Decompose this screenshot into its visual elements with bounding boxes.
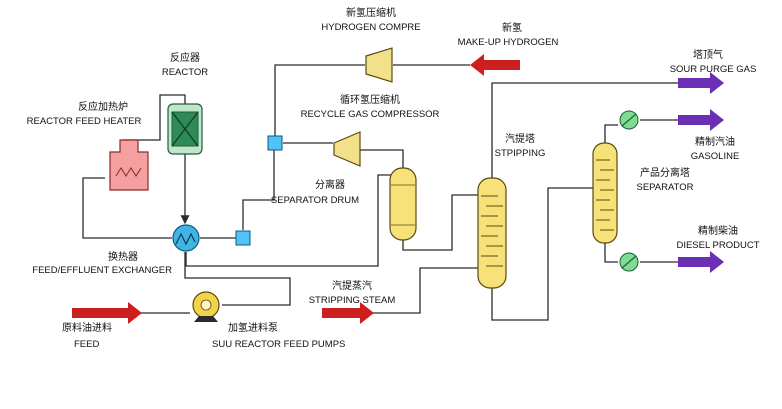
label-exchanger-en: FEED/EFFLUENT EXCHANGER: [32, 265, 172, 276]
label-separator-cn: 产品分离塔: [640, 166, 690, 179]
feed-pump: [192, 291, 220, 322]
overhead-condenser: [619, 110, 639, 130]
label-sour-cn: 塔顶气: [693, 48, 723, 61]
reactor: [167, 103, 203, 155]
label-gasoline-en: GASOLINE: [691, 151, 740, 162]
label-pump-en: SUU REACTOR FEED PUMPS: [212, 339, 345, 350]
pipe-separator-bottom: [604, 243, 618, 263]
sour-gas-arrow-icon: [678, 72, 724, 94]
label-drum-en: SEPARATOR DRUM: [271, 195, 359, 206]
stripper-column: [477, 177, 507, 289]
pipe-effluent-to-drum: [185, 174, 403, 267]
bottom-reboiler: [619, 252, 639, 272]
label-h2comp-cn: 新氢压缩机: [346, 6, 396, 19]
label-gasoline-cn: 精制汽油: [695, 135, 735, 148]
label-recycle-en: RECYCLE GAS COMPRESSOR: [301, 109, 440, 120]
pipe-stripper-overhead: [491, 82, 678, 178]
pipe-exchanger-to-heater: [82, 177, 172, 239]
label-feed-cn: 原料油进料: [62, 321, 112, 334]
steam-arrow-icon: [322, 302, 374, 324]
label-stripper-en: STPIPPING: [495, 148, 546, 159]
label-feed-en: FEED: [74, 339, 99, 350]
label-steam-en: STRIPPING STEAM: [309, 295, 396, 306]
separator-drum: [389, 167, 417, 241]
label-exchanger-cn: 换热器: [108, 250, 138, 263]
recycle-gas-compressor: [333, 131, 361, 167]
label-stripper-cn: 汽提塔: [505, 132, 535, 145]
feed-arrow-icon: [72, 302, 142, 324]
pipe-hydrogen-line: [274, 64, 365, 138]
diesel-arrow-icon: [678, 251, 724, 273]
pipe-separator-overhead: [604, 124, 618, 143]
pipe-mixer-to-mixer: [242, 150, 275, 230]
label-pump-cn: 加氢进料泵: [228, 321, 278, 334]
label-separator-en: SEPARATOR: [636, 182, 693, 193]
pipe-drum-to-recycle: [360, 149, 404, 168]
label-h2comp-en: HYDROGEN COMPRE: [321, 22, 420, 33]
label-steam-cn: 汽提蒸汽: [332, 279, 372, 292]
mixer-recycle-icon: [267, 135, 283, 151]
label-diesel-cn: 精制柴油: [698, 224, 738, 237]
label-reactor-cn: 反应器: [170, 51, 200, 64]
label-makeup-en: MAKE-UP HYDROGEN: [458, 37, 559, 48]
feed-effluent-exchanger: [172, 224, 200, 252]
product-separator-column: [592, 142, 618, 244]
label-makeup-cn: 新氢: [502, 21, 522, 34]
label-reactor-en: REACTOR: [162, 67, 208, 78]
reactor-feed-heater: [109, 139, 149, 191]
gasoline-arrow-icon: [678, 109, 724, 131]
label-drum-cn: 分离器: [315, 178, 345, 191]
pipe-drum-to-stripper: [402, 194, 478, 251]
pipe-stripper-to-separator: [491, 187, 598, 321]
pipe-network: [82, 64, 678, 321]
label-heater-cn: 反应加热炉: [78, 100, 128, 113]
label-sour-en: SOUR PURGE GAS: [670, 64, 757, 75]
makeup-hydrogen-arrow-icon: [470, 54, 520, 76]
pipe-pump-to-exchanger: [184, 252, 291, 306]
mixer-effluent-icon: [235, 230, 251, 246]
label-heater-en: REACTOR FEED HEATER: [27, 116, 142, 127]
hydrogen-compressor: [365, 47, 393, 83]
label-diesel-en: DIESEL PRODUCT: [676, 240, 759, 251]
label-recycle-cn: 循环氢压缩机: [340, 93, 400, 106]
pipe-stripping-steam: [372, 267, 478, 314]
